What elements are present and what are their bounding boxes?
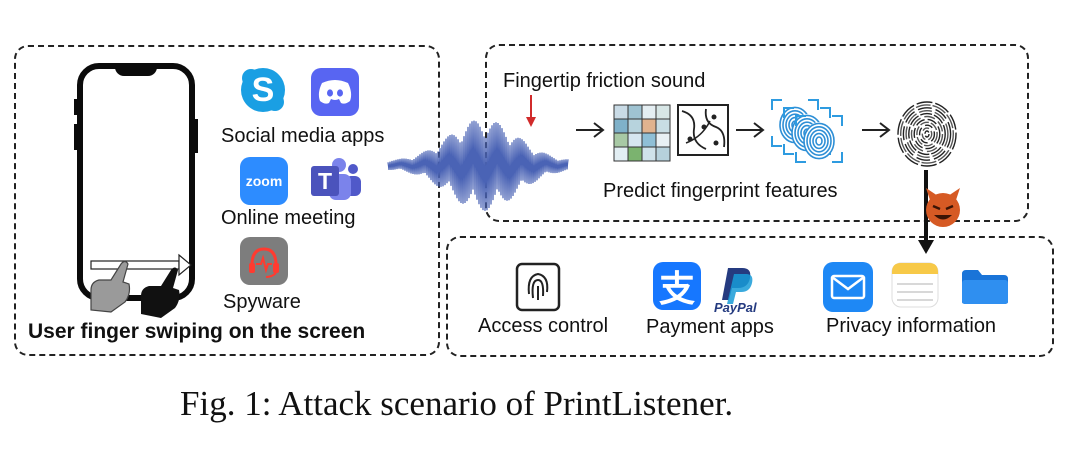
grey-hand-icon xyxy=(90,260,131,313)
fingerprint-ridge xyxy=(924,130,930,138)
grid-cell xyxy=(655,118,671,134)
reconstructed-fingerprint-icon xyxy=(897,101,957,167)
grid-cell xyxy=(641,132,657,148)
spyware-label: Spyware xyxy=(223,291,301,313)
grid-cell xyxy=(627,146,643,162)
grid-cell xyxy=(641,118,657,134)
pipeline-arrow-2 xyxy=(736,122,765,138)
grid-cell xyxy=(627,132,643,148)
notes-icon xyxy=(891,262,939,308)
grid-cell xyxy=(641,104,657,120)
fingerprint-scanner-icon xyxy=(515,262,561,312)
paypal-wordmark: PayPal xyxy=(714,300,757,315)
fingerprint-ridge xyxy=(908,112,946,156)
social-media-label: Social media apps xyxy=(221,125,385,147)
waveform-path xyxy=(387,120,569,211)
grid-cell xyxy=(627,104,643,120)
phone-side-button xyxy=(74,99,77,115)
phone-side-button xyxy=(74,124,77,150)
victim-panel xyxy=(14,45,440,356)
fingerprint-ridge xyxy=(902,107,952,161)
teams-icon: T xyxy=(309,156,363,204)
grid-cell xyxy=(655,132,671,148)
pipeline-arrow-3 xyxy=(862,122,891,138)
grid-cell xyxy=(641,146,657,162)
fingerprint-features-icon xyxy=(771,99,843,163)
paypal-icon xyxy=(722,268,753,304)
swipe-arrow-icon xyxy=(90,253,192,277)
black-hand-icon xyxy=(141,267,180,318)
grid-cell xyxy=(627,118,643,134)
panel-caption-user-swiping: User finger swiping on the screen xyxy=(28,320,366,343)
teams-letter: T xyxy=(318,168,333,194)
grid-cell xyxy=(655,146,671,162)
fingerprint-ridge xyxy=(918,124,936,144)
swipe-gesture-illustration xyxy=(90,253,192,318)
attack-down-arrow xyxy=(918,170,934,254)
fingerprint-ridge xyxy=(905,110,949,158)
fingertip-sound-label: Fingertip friction sound xyxy=(503,70,706,92)
fingerprint-ridge xyxy=(910,115,944,153)
attacker-devil-icon xyxy=(926,188,960,227)
fingerprint-ridge xyxy=(916,121,938,147)
sound-waveform-icon xyxy=(387,120,569,211)
mail-icon xyxy=(823,262,873,312)
attack-pipeline-panel xyxy=(485,44,1029,222)
fingerprint-ridge xyxy=(921,127,933,141)
discord-icon xyxy=(311,68,359,116)
spyware-icon xyxy=(240,237,288,285)
fingerprint-ridge xyxy=(913,118,941,150)
phone-notch xyxy=(115,67,157,76)
skype-letter: S xyxy=(251,70,275,109)
grid-cell xyxy=(613,118,629,134)
phone-side-button xyxy=(195,119,198,153)
grid-cell xyxy=(655,104,671,120)
zoom-text: zoom xyxy=(245,173,283,189)
fingerprint-ridge xyxy=(900,104,954,164)
grid-cell xyxy=(613,104,629,120)
alipay-glyph: 支 xyxy=(658,269,695,310)
spectrogram-grid-icon xyxy=(613,104,671,162)
online-meeting-label: Online meeting xyxy=(221,207,356,229)
files-folder-icon xyxy=(962,270,1008,304)
pipeline-arrow-1 xyxy=(576,122,605,138)
skype-icon: S xyxy=(239,66,287,114)
grid-cell xyxy=(613,146,629,162)
grid-cell xyxy=(613,132,629,148)
figure-caption: Fig. 1: Attack scenario of PrintListener… xyxy=(180,384,734,423)
privacy-information-label: Privacy information xyxy=(826,315,997,337)
alipay-icon: 支 xyxy=(653,262,701,310)
access-control-label: Access control xyxy=(478,315,609,337)
targets-panel xyxy=(446,236,1054,357)
blue-fingerprint-icon xyxy=(795,115,843,163)
predict-features-label: Predict fingerprint features xyxy=(603,180,838,202)
zoom-icon: zoom xyxy=(240,157,288,205)
sound-source-arrow xyxy=(526,95,536,127)
feature-map-icon xyxy=(677,104,729,156)
payment-apps-label: Payment apps xyxy=(646,316,774,338)
fingerprint-ridge xyxy=(897,101,957,167)
